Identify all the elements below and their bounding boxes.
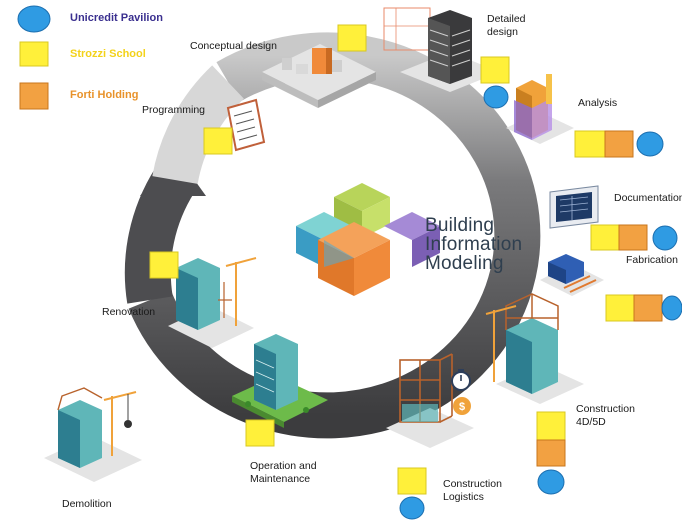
marker-analysis-strozzi xyxy=(574,130,606,158)
dollar-coin-icon: $ xyxy=(453,397,471,415)
stage-label-construction4d: Construction 4D/5D xyxy=(576,403,635,428)
legend-label-forti: Forti Holding xyxy=(70,89,139,101)
marker-fabrication-forti xyxy=(633,294,663,322)
detailed-design-model xyxy=(383,7,500,92)
legend xyxy=(17,5,51,110)
bim-logo xyxy=(296,183,440,296)
stage-label-conceptual: Conceptual design xyxy=(190,40,277,52)
svg-text:$: $ xyxy=(459,401,465,413)
stage-label-programming: Programming xyxy=(142,104,206,116)
marker-detailed-strozzi xyxy=(480,56,510,84)
document-clipboard-icon xyxy=(226,98,266,152)
marker-construction4d-unicredit xyxy=(537,469,565,495)
legend-circle-unicredit xyxy=(17,5,51,33)
documentation-model xyxy=(549,185,599,229)
marker-documentation-strozzi xyxy=(590,224,620,251)
marker-documentation-forti xyxy=(618,224,648,251)
bim-title-line-2: Information xyxy=(425,234,523,255)
stage-label-renovation: Renovation xyxy=(102,306,156,318)
marker-programming-strozzi xyxy=(203,127,233,155)
demolition-model xyxy=(44,387,142,482)
marker-documentation-unicredit xyxy=(652,225,678,251)
bim-title-line-1: Building xyxy=(425,215,495,236)
renovation-model xyxy=(168,257,257,348)
marker-analysis-unicredit xyxy=(636,131,664,157)
stage-label-documentation: Documentation xyxy=(614,192,682,204)
stage-label-detailed: Detailed design xyxy=(487,13,526,38)
marker-construction4d-strozzi xyxy=(536,411,566,441)
operation-model xyxy=(232,334,328,428)
stopwatch-icon xyxy=(451,369,471,391)
legend-square-strozzi xyxy=(19,41,49,67)
fabrication-model xyxy=(540,254,604,296)
marker-conceptual-strozzi xyxy=(337,24,367,52)
construction-logistics-model xyxy=(386,353,474,448)
marker-construction4d-forti xyxy=(536,439,566,467)
conceptual-model xyxy=(262,44,376,108)
legend-square-forti xyxy=(19,82,49,110)
stage-markers xyxy=(149,24,682,520)
marker-operation-strozzi xyxy=(245,419,275,447)
stage-label-demolition: Demolition xyxy=(62,498,112,510)
marker-fabrication-unicredit xyxy=(661,295,682,321)
marker-renovation-strozzi xyxy=(149,251,179,279)
marker-analysis-forti xyxy=(604,130,634,158)
bim-title-line-3: Modeling xyxy=(425,253,504,274)
analysis-model xyxy=(506,74,574,144)
stage-label-fabrication: Fabrication xyxy=(626,254,678,266)
marker-logistics-strozzi xyxy=(397,467,427,495)
construction-4d-model xyxy=(485,293,584,404)
marker-detailed-unicredit xyxy=(483,85,509,109)
marker-logistics-unicredit xyxy=(399,496,425,520)
stage-label-analysis: Analysis xyxy=(578,97,618,109)
stage-label-operation: Operation and Maintenance xyxy=(250,460,317,485)
legend-label-strozzi: Strozzi School xyxy=(70,48,146,60)
marker-fabrication-strozzi xyxy=(605,294,635,322)
legend-label-unicredit: Unicredit Pavilion xyxy=(70,12,163,24)
stage-label-logistics: Construction Logistics xyxy=(443,478,502,503)
